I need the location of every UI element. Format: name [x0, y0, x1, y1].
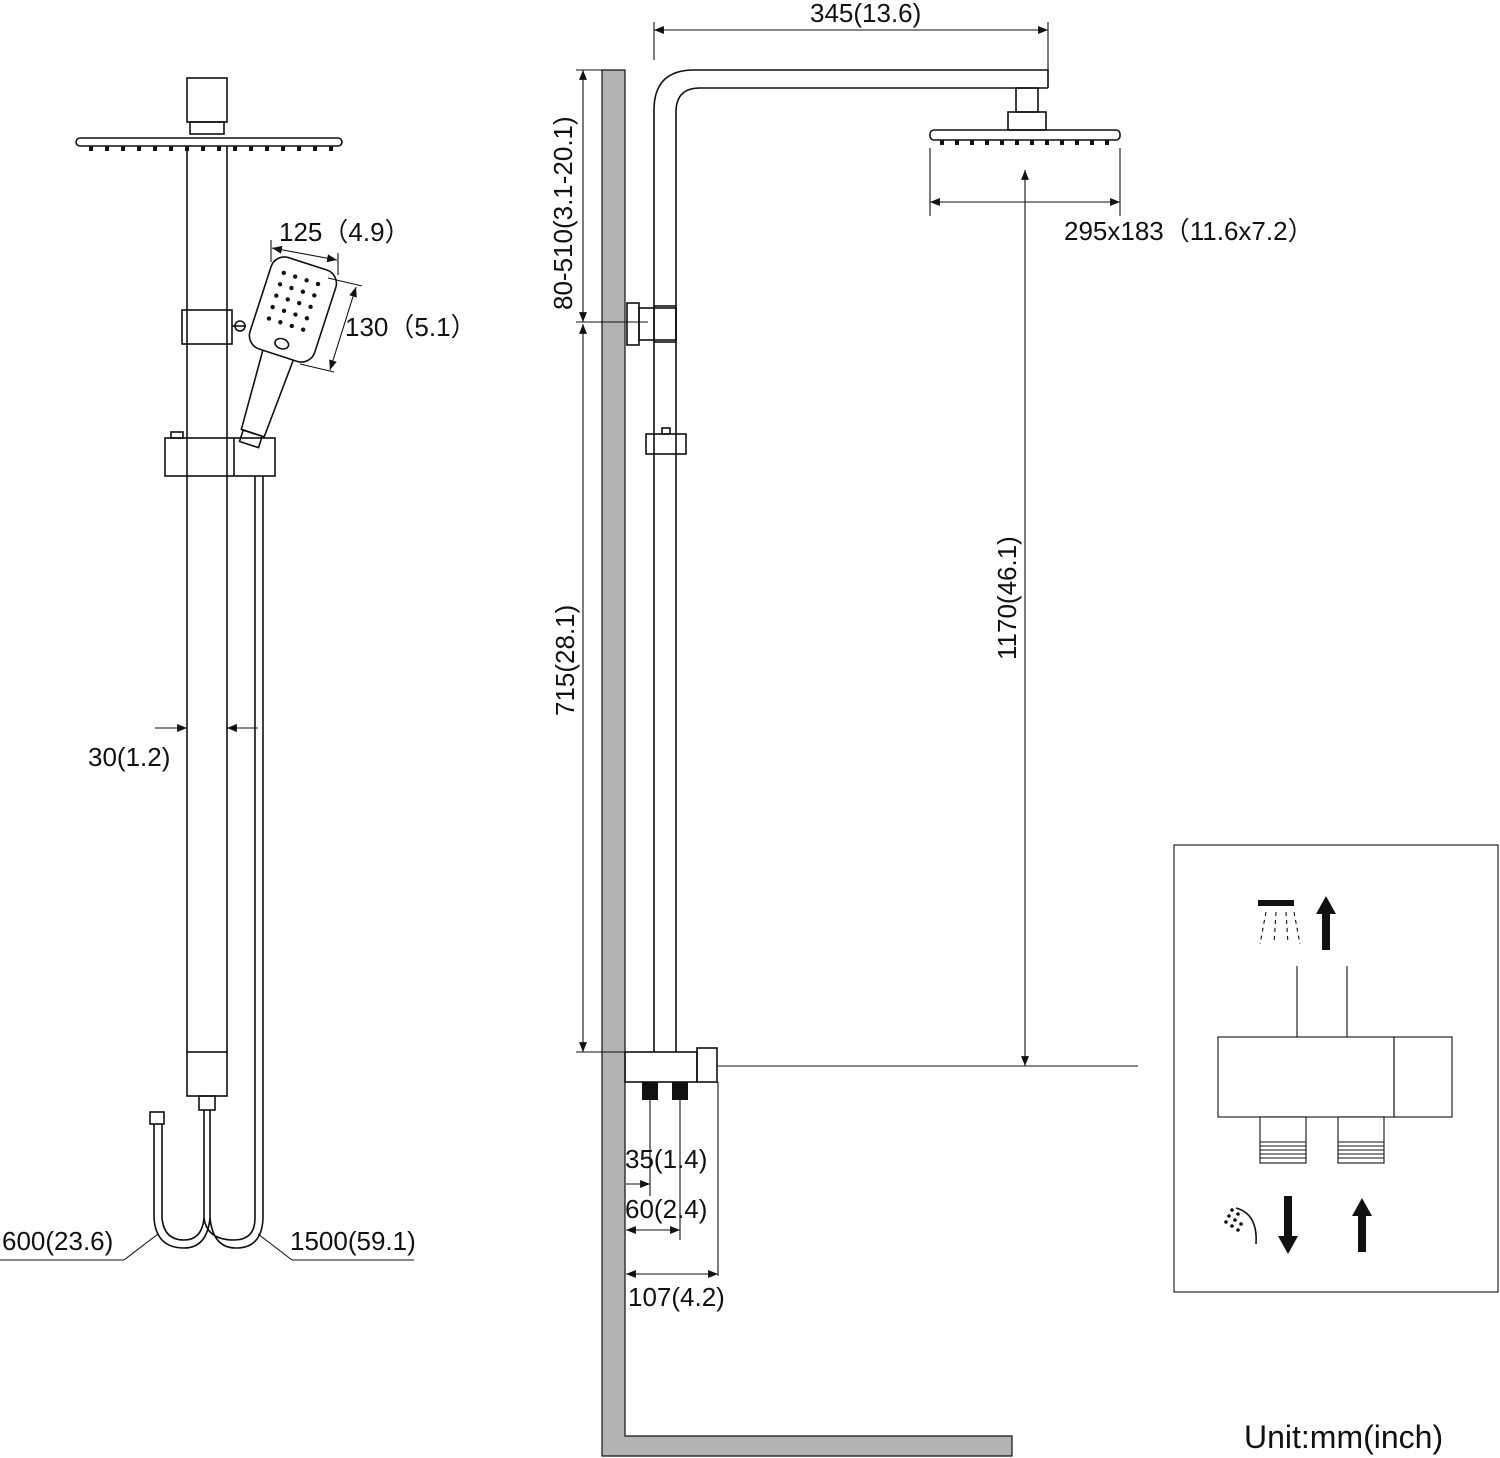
hand-shower-holder: [164, 437, 276, 477]
hand-shower: [238, 256, 338, 449]
hand-width-label: 125（4.9）: [279, 217, 411, 247]
arrow-up-icon: [1316, 896, 1336, 950]
side-width-label: 345(13.6): [810, 0, 921, 28]
side-slider: [645, 433, 687, 455]
hose-short-label: 600(23.6): [2, 1226, 113, 1256]
shower-arm: [653, 69, 1049, 1052]
rail-height-label: 715(28.1): [550, 605, 580, 716]
wall-section: [601, 69, 1013, 1457]
hand-length-label: 130（5.1）: [345, 312, 477, 342]
outlet-offset-label: 60(2.4): [625, 1194, 707, 1224]
side-view: 345(13.6) 80-510(3.1-20.1) 715(28.1) 117…: [548, 0, 1314, 1457]
unit-label: Unit:mm(inch): [1244, 1419, 1443, 1455]
pipe-diameter-label: 30(1.2): [88, 742, 170, 772]
valve-depth-label: 107(4.2): [628, 1282, 725, 1312]
mixing-valve: [624, 1051, 698, 1083]
diverter-body: [1217, 1036, 1395, 1118]
diverter-frame: [1173, 844, 1499, 1293]
head-size-label: 295x183（11.6x7.2）: [1064, 216, 1314, 246]
front-view: 30(1.2) 125（4.9） 130（5.1） 600(23.6) 1500…: [0, 77, 477, 1261]
diverter-diagram: [1173, 844, 1499, 1293]
threaded-outlets: [1259, 1116, 1385, 1164]
arm-range-label: 80-510(3.1-20.1): [548, 116, 578, 310]
arrow-down-icon: [1278, 1196, 1298, 1254]
arrow-up-icon: [1352, 1198, 1372, 1252]
pipe-base: [186, 1051, 228, 1097]
hose-long-label: 1500(59.1): [290, 1226, 416, 1256]
overhead-shower-icon: [1258, 900, 1301, 945]
outlet-spacing-label: 35(1.4): [625, 1144, 707, 1174]
rain-head-side: [929, 129, 1121, 141]
head-height-label: 1170(46.1): [992, 536, 1022, 660]
handheld-shower-icon: [1224, 1207, 1257, 1245]
rain-head-plate: [75, 137, 343, 147]
wall-bracket: [626, 302, 640, 346]
head-connector: [186, 77, 228, 123]
slide-bracket: [181, 309, 233, 345]
